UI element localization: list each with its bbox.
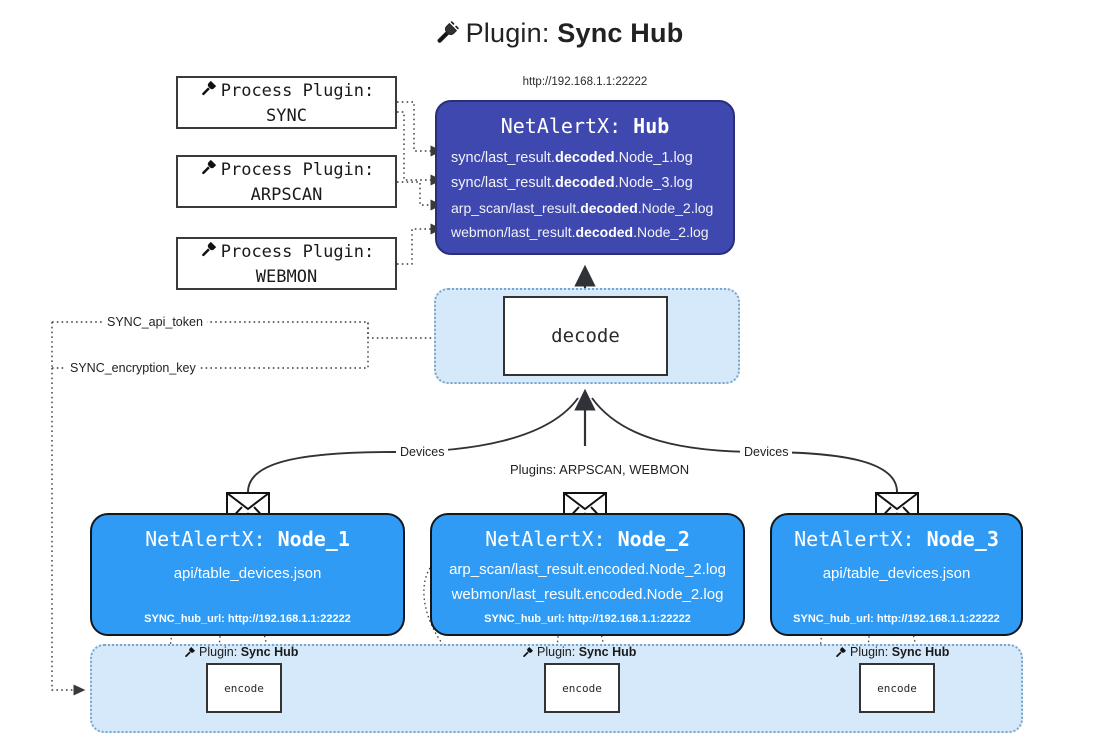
node-box-node_1[interactable]: NetAlertX: Node_1 api/table_devices.json… bbox=[90, 513, 405, 636]
plug-icon bbox=[199, 157, 219, 184]
encode-label: encode bbox=[224, 681, 264, 695]
encode-box-node_1[interactable]: encode bbox=[206, 663, 282, 713]
decode-box[interactable]: decode bbox=[503, 296, 668, 376]
node-line: api/table_devices.json bbox=[173, 565, 322, 582]
process-plugin-sync-line1: Process Plugin: bbox=[220, 80, 375, 101]
devices-right-label: Devices bbox=[740, 445, 793, 459]
node-box-node_2[interactable]: NetAlertX: Node_2 arp_scan/last_result.e… bbox=[430, 513, 745, 636]
sync-encryption-key-label: SYNC_encryption_key bbox=[66, 361, 200, 375]
devices-left-label: Devices bbox=[396, 445, 449, 459]
process-plugin-sync[interactable]: Process Plugin: SYNC bbox=[176, 76, 397, 129]
hub-box[interactable]: NetAlertX: Hub sync/last_result.decoded.… bbox=[435, 100, 735, 255]
node-footer: SYNC_hub_url: http://192.168.1.1:22222 bbox=[793, 613, 1000, 625]
encode-plugin-tag: Plugin: Sync Hub bbox=[521, 645, 636, 662]
plug-icon bbox=[199, 78, 219, 105]
process-plugin-webmon-line2: WEBMON bbox=[255, 266, 318, 287]
plug-icon bbox=[834, 645, 848, 662]
process-plugin-arpscan-line2: ARPSCAN bbox=[250, 184, 323, 205]
page-title: Plugin: Sync Hub bbox=[0, 18, 1117, 53]
plug-icon bbox=[434, 20, 460, 53]
encode-box-node_3[interactable]: encode bbox=[859, 663, 935, 713]
hub-title-prefix: NetAlertX: bbox=[500, 114, 622, 138]
node-box-node_3[interactable]: NetAlertX: Node_3 api/table_devices.json… bbox=[770, 513, 1023, 636]
process-plugin-arpscan-line1: Process Plugin: bbox=[220, 159, 375, 180]
sync-api-token-label: SYNC_api_token bbox=[103, 315, 207, 329]
encode-label: encode bbox=[562, 681, 602, 695]
hub-row: sync/last_result.decoded.Node_1.log bbox=[451, 150, 693, 166]
decode-label: decode bbox=[551, 325, 620, 347]
hub-row: webmon/last_result.decoded.Node_2.log bbox=[451, 223, 709, 240]
process-plugin-webmon-line1: Process Plugin: bbox=[220, 241, 375, 262]
node-line: arp_scan/last_result.encoded.Node_2.log bbox=[449, 561, 726, 578]
node-footer: SYNC_hub_url: http://192.168.1.1:22222 bbox=[484, 613, 691, 625]
process-plugin-webmon[interactable]: Process Plugin: WEBMON bbox=[176, 237, 397, 290]
hub-row: arp_scan/last_result.decoded.Node_2.log bbox=[451, 199, 714, 216]
plug-icon bbox=[183, 645, 197, 662]
page-title-name: Sync Hub bbox=[557, 18, 684, 48]
plug-icon bbox=[199, 239, 219, 266]
encode-plugin-tag: Plugin: Sync Hub bbox=[183, 645, 298, 662]
plugins-center-label: Plugins: ARPSCAN, WEBMON bbox=[506, 462, 694, 477]
hub-title-name: Hub bbox=[633, 114, 670, 138]
hub-row: sync/last_result.decoded.Node_3.log bbox=[451, 174, 693, 191]
hub-title: NetAlertX: Hub bbox=[437, 114, 733, 138]
encode-plugin-tag: Plugin: Sync Hub bbox=[834, 645, 949, 662]
node-title: NetAlertX: Node_3 bbox=[794, 527, 999, 551]
hub-url-label: http://192.168.1.1:22222 bbox=[522, 76, 648, 88]
node-footer: SYNC_hub_url: http://192.168.1.1:22222 bbox=[144, 613, 351, 625]
node-title: NetAlertX: Node_1 bbox=[145, 527, 350, 551]
process-plugin-sync-line2: SYNC bbox=[266, 105, 307, 126]
encode-box-node_2[interactable]: encode bbox=[544, 663, 620, 713]
plug-icon bbox=[521, 645, 535, 662]
node-title: NetAlertX: Node_2 bbox=[485, 527, 690, 551]
hub-row-list: sync/last_result.decoded.Node_1.log sync… bbox=[437, 146, 733, 244]
encode-label: encode bbox=[877, 681, 917, 695]
node-line: webmon/last_result.encoded.Node_2.log bbox=[451, 586, 724, 603]
node-line: api/table_devices.json bbox=[822, 565, 971, 582]
page-title-prefix: Plugin: bbox=[465, 18, 550, 48]
process-plugin-arpscan[interactable]: Process Plugin: ARPSCAN bbox=[176, 155, 397, 208]
